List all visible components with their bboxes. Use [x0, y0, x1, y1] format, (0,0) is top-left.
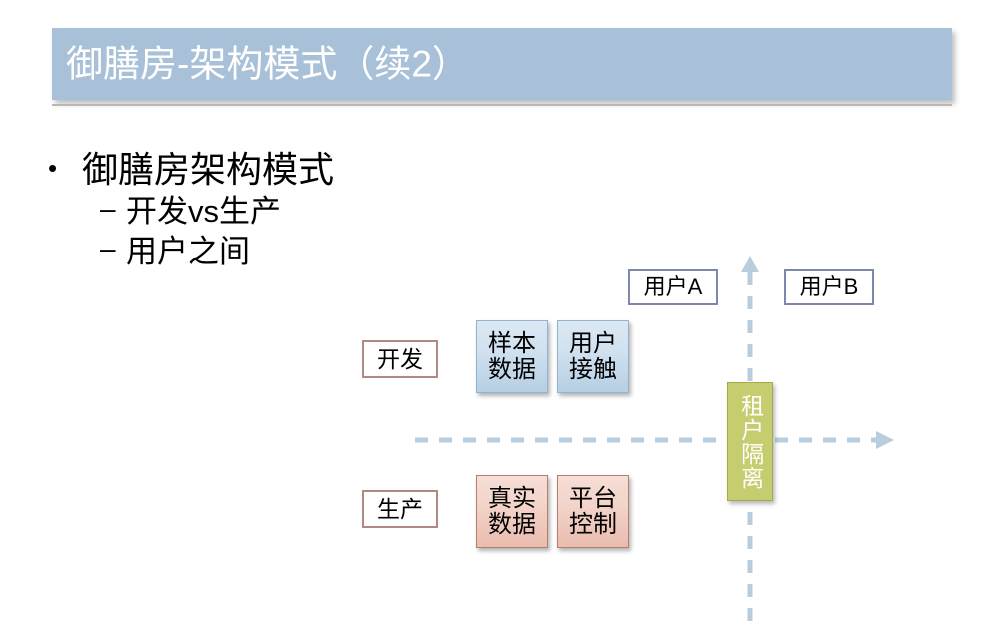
- bullet-text-architecture-pattern: 御膳房架构模式: [82, 149, 335, 190]
- cell-prod-platform-control: 平台 控制: [557, 475, 629, 548]
- vertical-axis-arrowhead: [741, 256, 759, 272]
- bullet-list: • 御膳房架构模式 – 开发vs生产 – 用户之间: [48, 148, 478, 271]
- tenant-isolation-band: 租户隔离: [727, 382, 773, 501]
- cell-dev-sample-data: 样本 数据: [476, 320, 548, 393]
- cell-prod-platform-control-line2: 控制: [569, 510, 617, 538]
- cell-prod-real-data: 真实 数据: [476, 475, 548, 548]
- row-label-prod: 生产: [362, 490, 438, 528]
- bullet-item-level1: • 御膳房架构模式: [48, 148, 478, 192]
- cell-prod-real-data-line2: 数据: [488, 510, 536, 538]
- column-label-user-a-text: 用户A: [643, 274, 703, 300]
- column-label-user-b-text: 用户B: [799, 274, 859, 300]
- row-label-dev: 开发: [362, 340, 438, 378]
- row-label-prod-text: 生产: [377, 495, 423, 522]
- slide-title-bar: 御膳房-架构模式（续2）: [52, 28, 952, 100]
- title-underline-divider: [52, 104, 952, 106]
- bullet-marker-dash: –: [100, 192, 116, 224]
- row-label-dev-text: 开发: [377, 345, 423, 372]
- cell-prod-real-data-line1: 真实: [488, 484, 536, 512]
- bullet-item-level2-dev-vs-prod: – 开发vs生产: [100, 192, 478, 232]
- cell-dev-user-contact-line1: 用户: [569, 329, 617, 357]
- horizontal-axis-arrowhead: [876, 431, 894, 449]
- bullet-text-between-users: 用户之间: [126, 233, 250, 269]
- column-label-user-b: 用户B: [784, 269, 874, 305]
- bullet-marker-dot: •: [48, 153, 58, 183]
- bullet-marker-dash: –: [100, 232, 116, 264]
- bullet-item-level2-between-users: – 用户之间: [100, 232, 478, 272]
- tenant-isolation-label: 租户隔离: [737, 393, 764, 490]
- page-title: 御膳房-架构模式（续2）: [66, 43, 469, 85]
- cell-dev-sample-data-line1: 样本: [488, 329, 536, 357]
- bullet-text-dev-vs-prod: 开发vs生产: [126, 193, 281, 229]
- column-label-user-a: 用户A: [628, 269, 718, 305]
- cell-dev-sample-data-line2: 数据: [488, 355, 536, 383]
- cell-prod-platform-control-line1: 平台: [569, 484, 617, 512]
- cell-dev-user-contact: 用户 接触: [557, 320, 629, 393]
- cell-dev-user-contact-line2: 接触: [569, 355, 617, 383]
